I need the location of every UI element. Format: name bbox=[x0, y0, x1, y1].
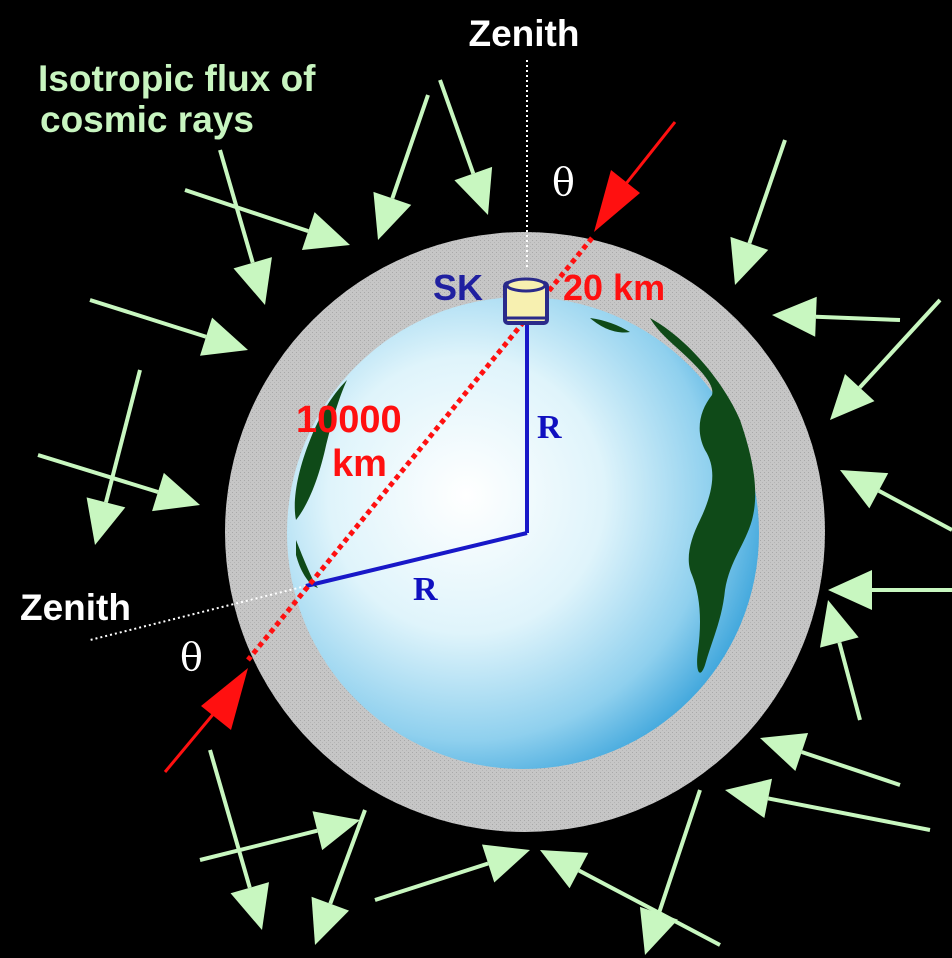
cosmic-ray-arrow bbox=[830, 298, 942, 420]
zenith-label-left: Zenith bbox=[20, 587, 131, 628]
atmosphere-thickness-label: 20 km bbox=[563, 267, 665, 308]
cosmic-ray-arrow bbox=[374, 844, 530, 902]
cosmic-ray-arrow bbox=[760, 733, 901, 787]
cosmic-ray-arrow bbox=[540, 850, 721, 947]
cosmic-ray-arrow bbox=[208, 749, 270, 930]
theta-label-left: θ bbox=[180, 635, 203, 679]
cosmic-ray-arrow bbox=[820, 600, 862, 721]
cosmic-ray-arrow bbox=[37, 453, 200, 512]
cosmic-ray-arrow bbox=[373, 94, 430, 240]
theta-label-top: θ bbox=[552, 160, 575, 204]
cosmic-ray-arrow bbox=[199, 811, 360, 862]
path-length-label-line2: km bbox=[332, 443, 387, 485]
cosmic-ray-arrow bbox=[184, 188, 350, 251]
cosmic-ray-arrow bbox=[840, 470, 952, 532]
path-length-label-line1: 10000 bbox=[296, 399, 402, 441]
highlighted-ray-bottom bbox=[163, 668, 248, 773]
highlighted-ray-top bbox=[594, 121, 677, 232]
cosmic-ray-arrow bbox=[828, 570, 952, 610]
zenith-line-left bbox=[89, 585, 307, 641]
cosmic-ray-arrow bbox=[639, 789, 702, 955]
cosmic-ray-arrow bbox=[438, 79, 493, 215]
sk-label: SK bbox=[433, 267, 483, 308]
radius-lines bbox=[305, 325, 529, 588]
earth-land-masses bbox=[294, 318, 756, 673]
radius-label-vertical: R bbox=[537, 409, 562, 446]
cosmic-ray-arrow bbox=[311, 809, 367, 945]
flux-label-line2: cosmic rays bbox=[40, 99, 254, 140]
cosmic-ray-arrow bbox=[772, 296, 901, 337]
cosmic-ray-arrow bbox=[725, 778, 931, 832]
cosmic-ray-arrow bbox=[89, 298, 248, 356]
zenith-label-top: Zenith bbox=[469, 13, 580, 54]
radius-label-horizontal: R bbox=[413, 571, 438, 608]
sk-detector-icon bbox=[503, 277, 549, 325]
cosmic-ray-arrows bbox=[37, 79, 952, 955]
cosmic-ray-arrow bbox=[218, 149, 272, 305]
cosmic-ray-arrow bbox=[730, 139, 787, 285]
flux-label-line1: Isotropic flux of bbox=[38, 58, 316, 99]
cosmic-ray-arrow bbox=[86, 369, 142, 545]
